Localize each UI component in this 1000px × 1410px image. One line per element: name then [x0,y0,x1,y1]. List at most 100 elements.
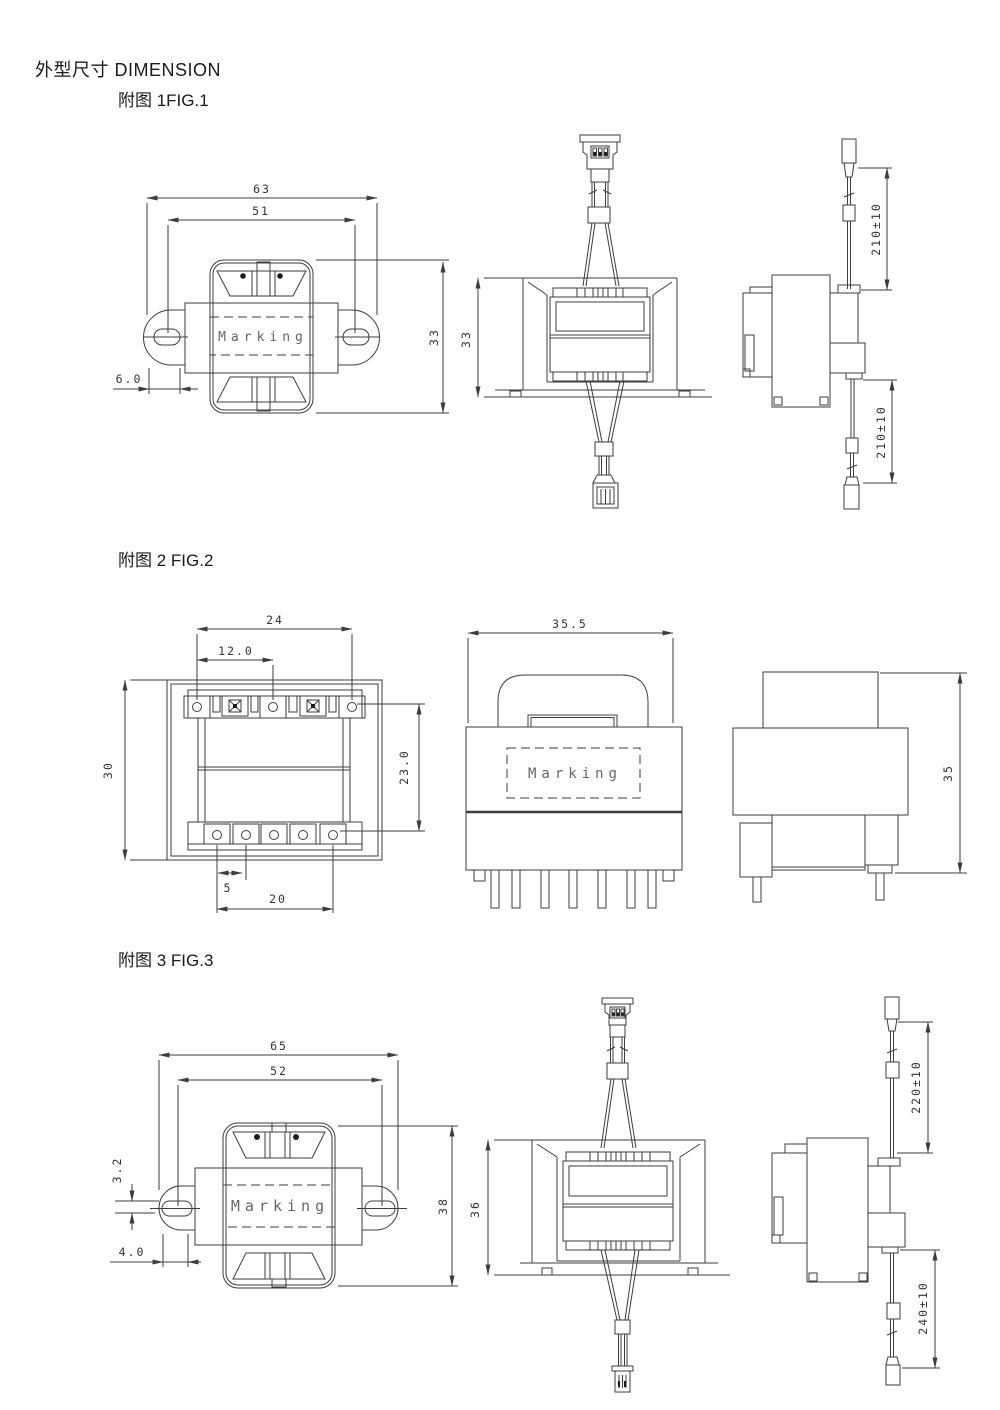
fig1-marking-text: Marking [218,330,308,345]
pin-hole [328,830,338,840]
pin-hole [212,830,222,840]
fig1-dim-side-height: 33 [459,330,473,348]
wire-sleeve [587,206,611,224]
pin [752,876,762,903]
fig3-dim-tab-step: 3.2 [110,1157,124,1184]
pin [626,869,636,909]
rivet-dot [240,273,246,279]
wire-sleeve [845,437,859,454]
fig2-bottom-dimensions: 24 12.0 30 23.0 5 20 [101,613,425,913]
pin [490,869,500,909]
fig3-dim-side-height: 36 [468,1200,482,1218]
wire-sleeve [885,1061,900,1079]
fig3-side-frame [508,1139,730,1276]
fig2-dim-pin-pitch: 5 [224,881,233,895]
pin [511,869,521,909]
fig3-dim-wire-bottom: 240±10 [916,1281,930,1335]
pin-cross-pad [306,699,320,713]
fig3-label: 附图 3 FIG.3 [118,951,214,970]
fig3-side-dimension: 36 [468,1139,540,1276]
wire-sleeve [614,1319,631,1335]
wire-sleeve [606,1062,629,1080]
pin-hole [347,702,357,712]
pin [597,869,607,909]
fig2-dim-pin-span-top: 24 [266,613,284,627]
fig3-dim-tab-offset: 4.0 [119,1245,146,1259]
page-title: 外型尺寸 DIMENSION [35,60,222,80]
wire-terminal [841,138,857,164]
fig1-dim-width-inner: 51 [252,204,270,218]
fig3-front-view: 65 52 38 3.2 4.0 [110,1039,458,1289]
fig3-middle-view: 36 [468,997,730,1393]
fig1-wire-bottom-dimension: 210±10 [863,379,897,484]
pin [647,869,657,909]
pin-hole [192,702,202,712]
fig1-side-frame [488,277,712,398]
fig2-side-dimension: 35 [880,672,967,874]
fig1-top-wires [582,182,620,287]
fig1-wire-top-dimension: 210±10 [858,167,892,291]
pin [875,872,885,901]
fig2-dim-width: 35.5 [552,617,588,631]
wire-terminal [843,484,860,510]
fig1-front-body: Marking [143,259,380,414]
fig2-dim-row-gap: 23.0 [397,749,411,785]
fig3-dim-height: 38 [436,1197,450,1215]
fig2-bottom-view: 24 12.0 30 23.0 5 20 [101,613,425,913]
fig2-dim-pin-span-half: 12.0 [218,644,254,658]
fig1-bottom-connector [592,474,619,509]
pin-hole [298,830,308,840]
fig3-marking-box [222,1184,336,1228]
fig1-profile-top-wire [841,138,857,289]
fig2-front-dimension: 35.5 [467,617,674,723]
fig3-profile-view: 220±10 240±10 [771,996,940,1386]
fig2-dim-side-height: 35 [941,764,955,782]
pin-cross-pad [228,699,242,713]
fig1-coil [549,287,651,382]
fig1-profile-view: 210±10 210±10 [742,138,897,510]
fig3-marking-text: Marking [231,1197,329,1215]
fig2-label: 附图 2 FIG.2 [118,551,214,570]
fig1-profile-bottom-wire [843,379,860,510]
fig1-front-dimensions: 63 51 33 6.0 [113,182,449,414]
wire-terminal [885,1364,901,1386]
fig3-bottom-connector [611,1365,634,1393]
fig2-dim-height: 30 [101,761,115,779]
mounting-tab-left [143,309,185,366]
wire-sleeve [886,1302,901,1320]
fig1-bottom-wires [585,380,625,475]
fig1-dim-wire-bottom: 210±10 [874,405,888,459]
fig3-dim-width-outer: 65 [270,1039,288,1053]
fig3-bottom-wires [600,1249,640,1366]
fig1-dim-width-outer: 63 [253,182,271,196]
pin [540,869,550,909]
fig3-wire-bottom-dimension: 240±10 [900,1249,940,1369]
fig2-marking-box [506,747,641,799]
fig2-front-view: 35.5 Marking [465,617,683,909]
fig1-side-dimension: 33 [459,277,530,398]
mounting-tab-right [338,309,380,366]
pin-hole [241,830,251,840]
rivet-dot [277,273,283,279]
fig1-dim-wire-top: 210±10 [869,202,883,256]
fig1-top-connector [579,134,621,183]
pin-hole [269,830,279,840]
wire-terminal [884,996,900,1020]
fig3-top-wires [600,1037,637,1149]
fig3-dim-wire-top: 220±10 [909,1060,923,1114]
fig3-profile-top-wire [884,996,900,1158]
fig1-front-view: 63 51 33 6.0 [113,182,449,414]
fig3-front-body: Marking [150,1122,407,1289]
fig2-marking-text: Marking [528,766,622,782]
wire-sleeve [842,204,856,222]
fig1-middle-view: 33 [459,134,712,509]
fig2-side-view: 35 [732,671,967,903]
fig3-profile-bottom-wire [885,1253,901,1386]
fig3-dim-width-inner: 52 [270,1064,288,1078]
fig2-bottom-body [166,679,383,861]
wire-sleeve [594,441,614,457]
fig2-front-body: Marking [465,674,683,909]
fig3-front-dimensions: 65 52 38 3.2 4.0 [110,1039,458,1287]
rivet-dot [254,1134,260,1140]
